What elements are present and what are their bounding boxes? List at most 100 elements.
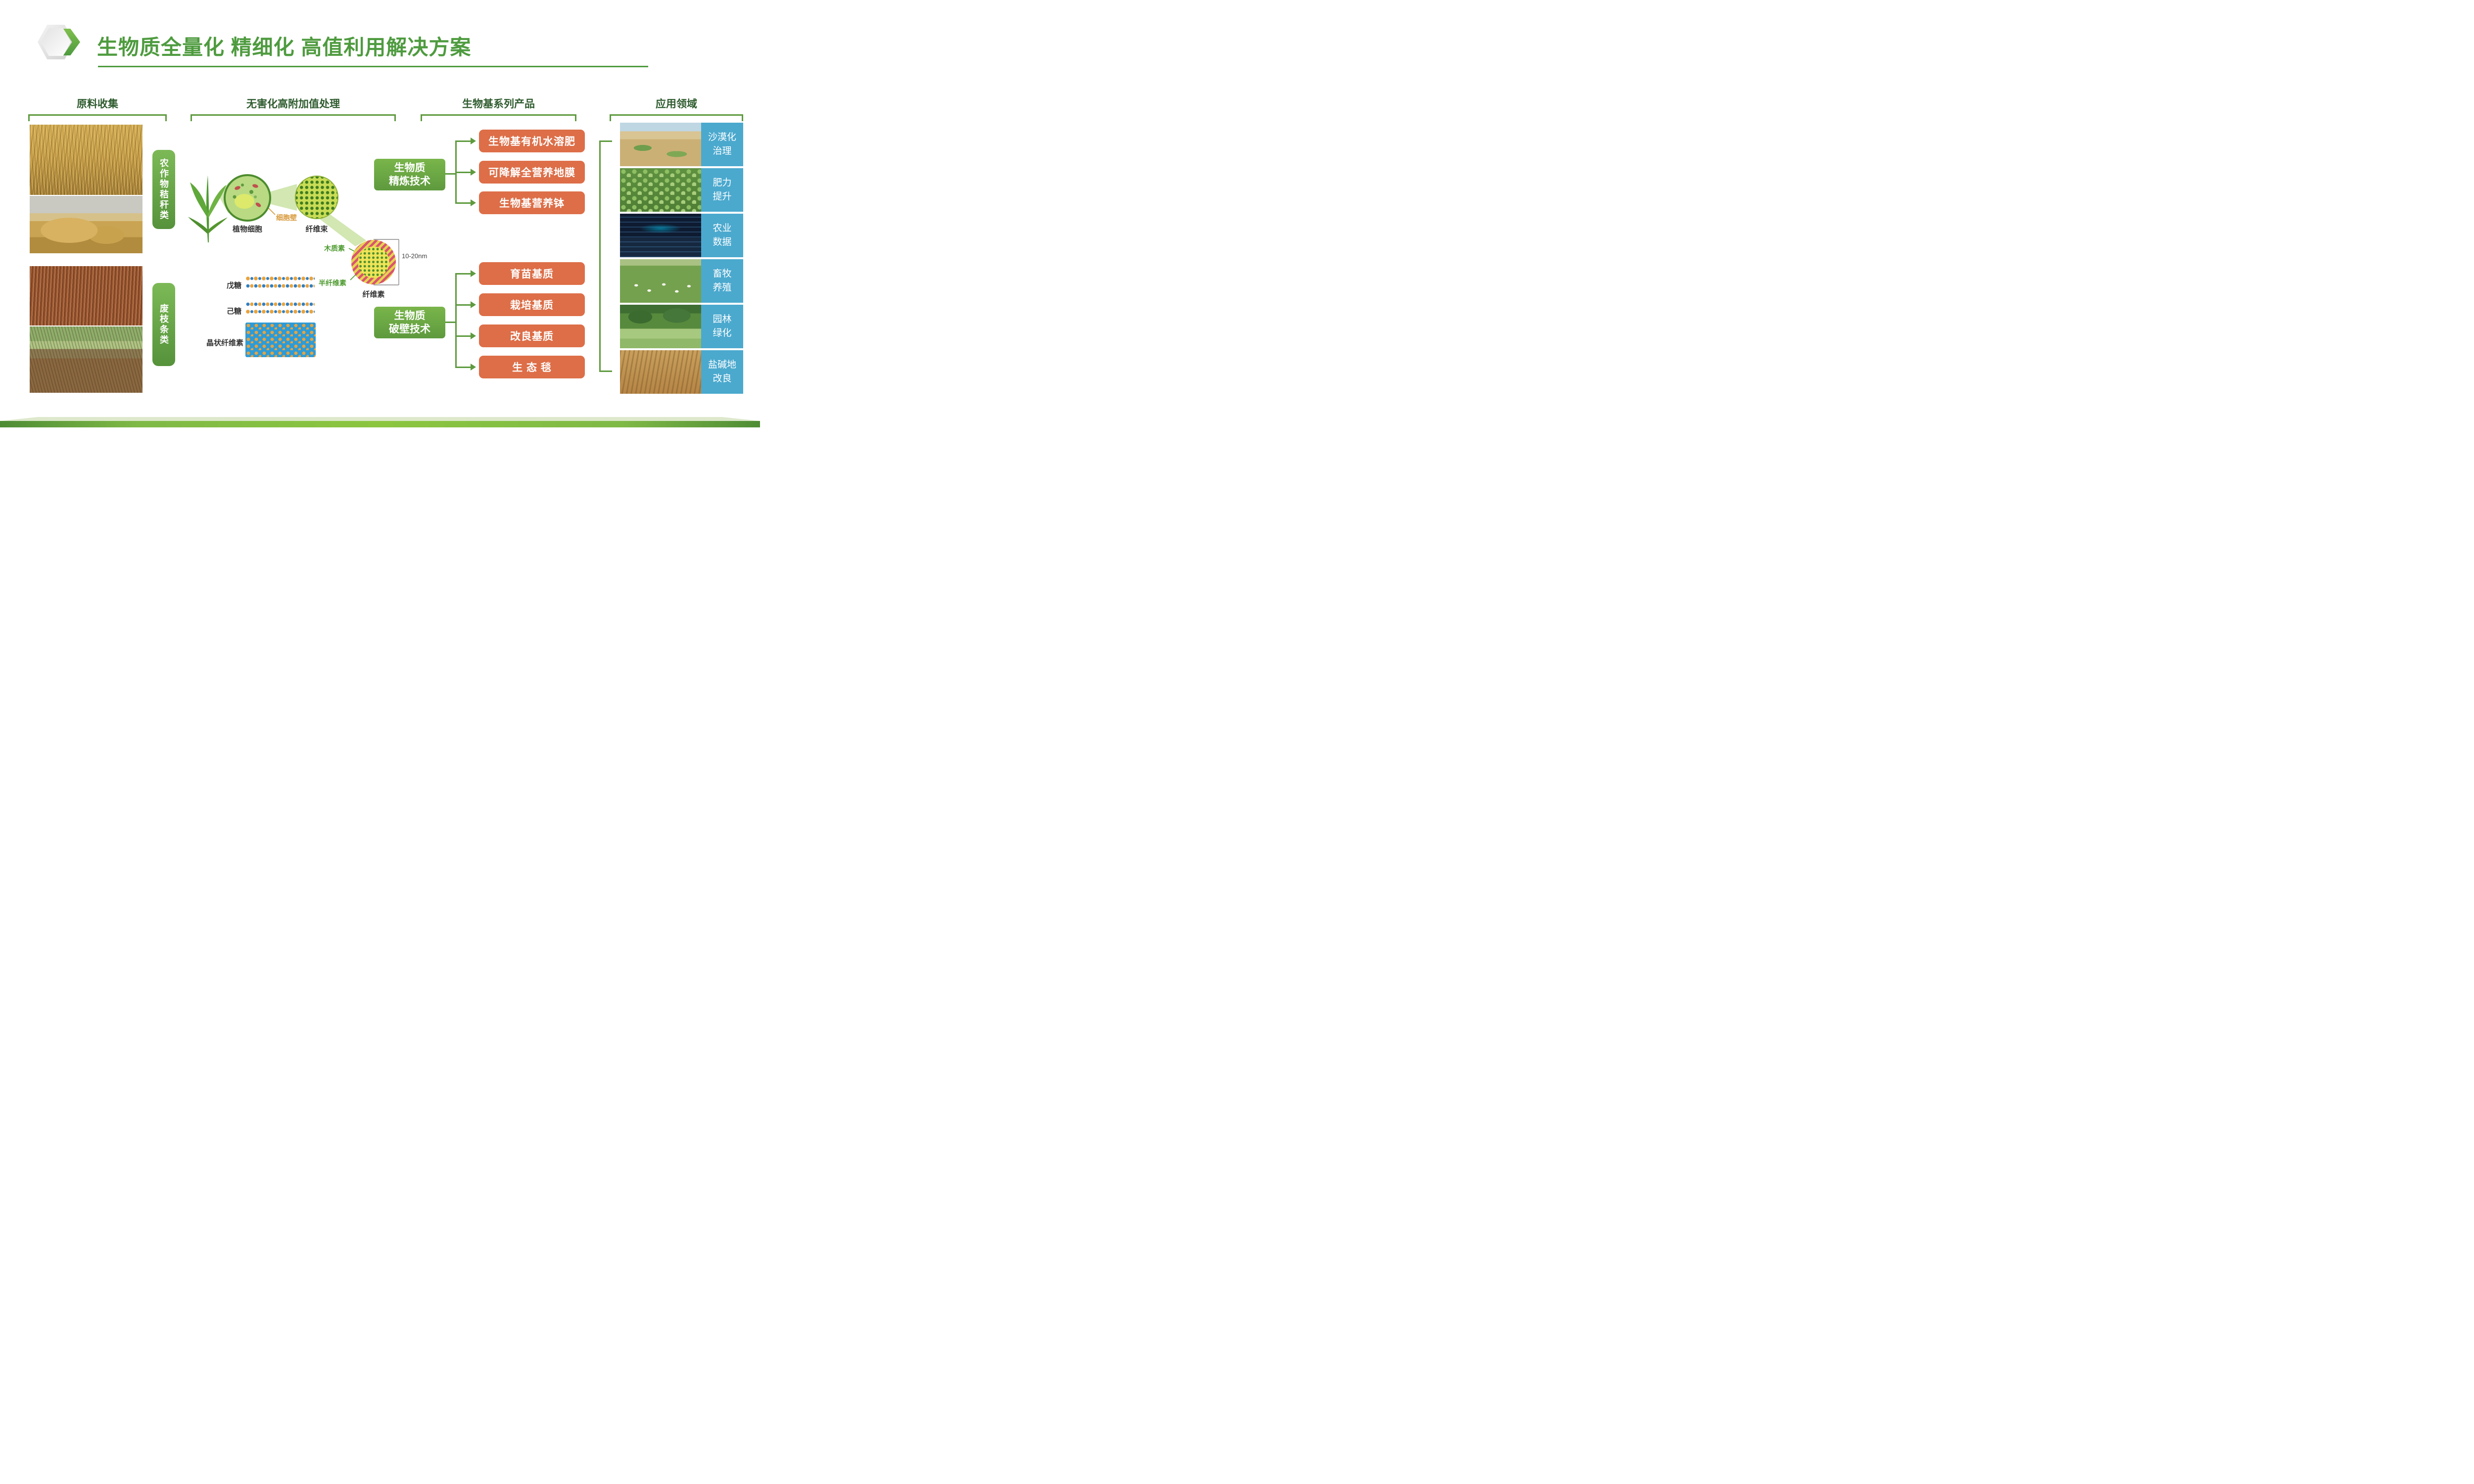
arrow-right-icon <box>471 138 476 144</box>
label-lignin: 木质素 <box>324 244 345 252</box>
connector-line <box>455 273 457 368</box>
connector-line <box>455 172 472 173</box>
arrow-right-icon <box>471 364 476 371</box>
label-pentose: 戊糖 <box>226 281 241 290</box>
product-label: 栽培基质 <box>510 300 554 311</box>
tech-box-refining: 生物质 精炼技术 <box>374 159 445 190</box>
product-seedling-substrate: 育苗基质 <box>479 262 585 285</box>
photo-fertility-improvement <box>620 168 701 212</box>
category-crop-straw: 农作物秸秆类 <box>152 150 175 229</box>
arrow-right-icon <box>471 199 476 206</box>
product-ecological-blanket: 生 态 毯 <box>479 356 585 378</box>
application-row-livestock: 畜牧 养殖 <box>620 259 743 303</box>
label-hexose: 己糖 <box>226 307 241 316</box>
application-label-text: 盐碱地 改良 <box>708 360 736 384</box>
label-plant-cell: 植物细胞 <box>232 225 262 233</box>
product-bio-nutrient-pot: 生物基营养钵 <box>479 191 585 214</box>
bracket-line <box>28 114 167 121</box>
product-label: 生 态 毯 <box>512 362 552 373</box>
connector-line <box>455 335 472 337</box>
section-header-products: 生物基系列产品 <box>421 96 576 121</box>
category-waste-branches: 废枝条类 <box>152 283 175 366</box>
connector-line <box>455 202 472 204</box>
label-diameter: 10-20nm <box>402 252 428 260</box>
photo-landscape-greening <box>620 305 701 348</box>
pentose-molecule-row <box>245 276 315 281</box>
photo-saline-alkali-improvement <box>620 350 701 394</box>
tech-box-text: 生物质 精炼技术 <box>389 162 430 187</box>
application-row-agridata: 农业 数据 <box>620 214 743 257</box>
arrow-right-icon <box>471 332 476 339</box>
application-label-text: 肥力 提升 <box>713 178 732 202</box>
application-label: 农业 数据 <box>701 214 743 257</box>
connector-line <box>455 367 472 368</box>
section-header-text: 生物基系列产品 <box>462 98 535 110</box>
arrow-right-icon <box>471 169 476 176</box>
section-header-processing: 无害化高附加值处理 <box>190 96 396 121</box>
connector-line <box>445 173 456 175</box>
photo-corn-stalks <box>30 125 143 195</box>
photo-waste-twigs <box>30 266 143 325</box>
bracket-line <box>190 114 396 121</box>
arrow-right-icon <box>471 301 476 308</box>
hexose-molecule-row <box>245 302 315 307</box>
tech-box-wall-breaking: 生物质 破壁技术 <box>374 307 445 338</box>
application-label-text: 农业 数据 <box>713 223 732 247</box>
product-label: 生物基营养钵 <box>499 198 565 209</box>
application-label: 盐碱地 改良 <box>701 350 743 394</box>
label-cellulose: 纤维素 <box>362 290 385 299</box>
product-improvement-substrate: 改良基质 <box>479 325 585 347</box>
section-header-text: 无害化高附加值处理 <box>246 98 340 110</box>
application-label: 园林 绿化 <box>701 305 743 348</box>
application-label-text: 园林 绿化 <box>713 314 732 338</box>
section-header-raw-materials: 原料收集 <box>28 96 167 121</box>
product-label: 改良基质 <box>510 331 554 342</box>
section-header-text: 原料收集 <box>77 98 118 110</box>
application-row-landscaping: 园林 绿化 <box>620 305 743 348</box>
plant-icon <box>188 175 228 242</box>
label-cell-wall: 细胞壁 <box>276 214 297 222</box>
pentose-molecule-row <box>245 283 315 289</box>
fiber-bundle-illustration <box>294 175 339 220</box>
application-label: 肥力 提升 <box>701 168 743 212</box>
photo-desertification-control <box>620 123 701 166</box>
arrow-right-icon <box>471 270 476 277</box>
application-row-fertility: 肥力 提升 <box>620 168 743 212</box>
title-underline <box>98 66 648 67</box>
product-label: 生物基有机水溶肥 <box>488 136 575 147</box>
connector-line <box>445 322 456 323</box>
photo-straw-bales <box>30 196 143 253</box>
tech-box-text: 生物质 破壁技术 <box>389 310 430 335</box>
bottom-ribbon-highlight <box>0 417 760 421</box>
label-fiber-bundle: 纤维束 <box>305 225 328 233</box>
plant-cell-illustration <box>224 174 271 222</box>
connector-line <box>455 140 472 142</box>
connector-line <box>455 273 472 275</box>
bracket-line <box>421 114 576 121</box>
photo-livestock-breeding <box>620 259 701 303</box>
connector-line <box>599 371 612 372</box>
photo-pruned-branches <box>30 326 143 393</box>
bracket-line <box>610 114 743 121</box>
application-label-text: 沙漠化 治理 <box>708 132 736 156</box>
application-label: 畜牧 养殖 <box>701 259 743 303</box>
slide: 生物质全量化 精细化 高值利用解决方案 原料收集 无害化高附加值处理 生物基系列… <box>0 0 760 427</box>
connector-line <box>599 140 612 142</box>
product-label: 育苗基质 <box>510 269 554 280</box>
hexose-molecule-row <box>245 309 315 315</box>
connector-line <box>455 304 472 306</box>
application-row-desertification: 沙漠化 治理 <box>620 123 743 166</box>
hexagon-bullet-icon <box>38 25 80 59</box>
label-hemicellulose: 半纤维素 <box>319 279 346 287</box>
application-row-saline-soil: 盐碱地 改良 <box>620 350 743 394</box>
page-title: 生物质全量化 精细化 高值利用解决方案 <box>97 36 472 59</box>
section-header-applications: 应用领域 <box>610 96 743 121</box>
product-label: 可降解全营养地膜 <box>488 167 575 179</box>
crystalline-cellulose-illustration <box>245 323 316 357</box>
photo-agricultural-data <box>620 214 701 257</box>
cellulose-crosssection-illustration <box>351 239 396 285</box>
application-label-text: 畜牧 养殖 <box>713 269 732 293</box>
application-label: 沙漠化 治理 <box>701 123 743 166</box>
bottom-ribbon <box>0 421 760 427</box>
product-cultivation-substrate: 栽培基质 <box>479 293 585 316</box>
